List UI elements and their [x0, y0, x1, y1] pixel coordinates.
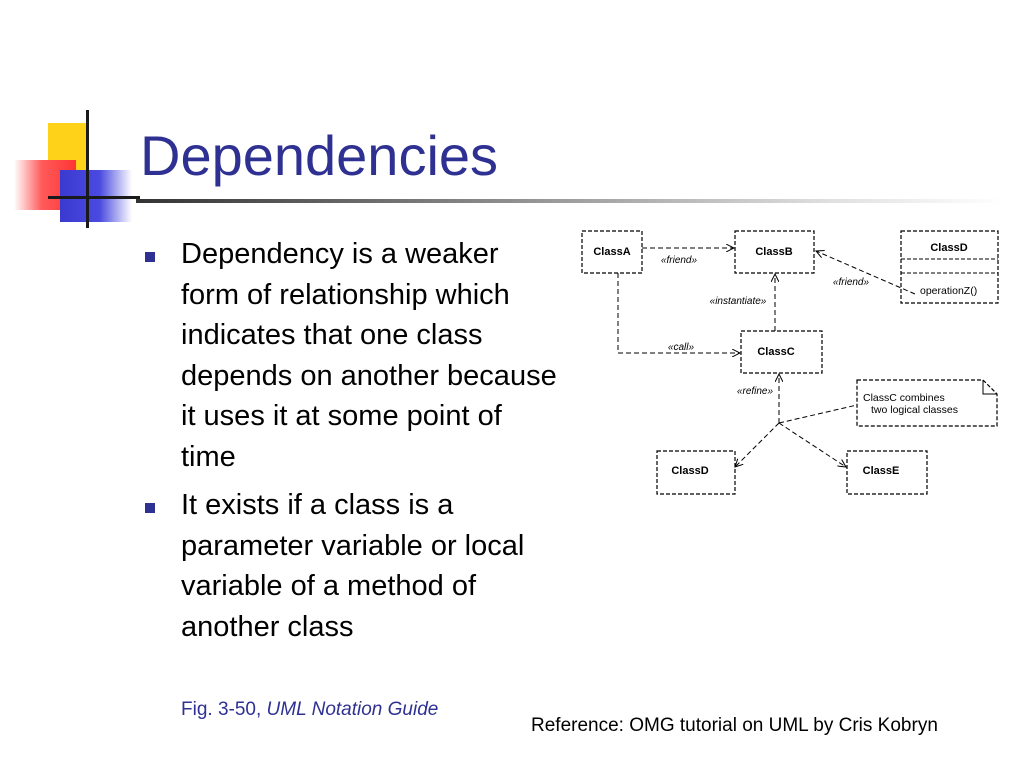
operation-label: operationZ()	[920, 285, 977, 297]
class-box-classC: ClassC	[740, 330, 823, 374]
dependency-friend-d-to-b	[816, 251, 916, 295]
figure-caption-prefix: Fig. 3-50,	[181, 699, 267, 720]
title-underline	[136, 199, 1006, 203]
bullet-item: It exists if a class is a parameter vari…	[140, 485, 560, 647]
class-box-classA: ClassA	[581, 230, 643, 274]
note-box: ClassC combines two logical classes	[856, 379, 998, 427]
class-name-classC: ClassC	[757, 346, 794, 358]
stereotype-call: «call»	[668, 342, 695, 353]
note-line-1: ClassC combines	[863, 392, 945, 404]
stereotype-refine: «refine»	[737, 386, 774, 397]
note-anchor-line	[778, 404, 858, 424]
class-name-classD-top: ClassD	[930, 242, 967, 254]
stereotype-instantiate: «instantiate»	[710, 296, 767, 307]
slide-title: Dependencies	[140, 124, 499, 187]
stereotype-friend-ab: «friend»	[661, 255, 698, 266]
bullet-item: Dependency is a weaker form of relations…	[140, 234, 560, 477]
dependency-refine-to-classD	[735, 422, 780, 467]
bullet-text: Dependency is a weaker form of relations…	[181, 238, 557, 473]
bullet-text: It exists if a class is a parameter vari…	[181, 489, 525, 643]
logo-horizontal-line	[48, 196, 140, 199]
class-name-classE: ClassE	[863, 465, 900, 477]
class-name-classA: ClassA	[593, 246, 630, 258]
uml-dependency-diagram: ClassA ClassB ClassD operationZ() ClassC…	[581, 230, 999, 495]
figure-caption-source: UML Notation Guide	[266, 699, 439, 720]
class-box-classD-top: ClassD operationZ()	[900, 230, 999, 304]
stereotype-friend-db: «friend»	[833, 277, 870, 288]
class-name-classD-bottom: ClassD	[671, 465, 708, 477]
dependency-refine-to-classE	[778, 422, 846, 467]
class-box-classE: ClassE	[846, 450, 928, 495]
class-name-classB: ClassB	[755, 246, 792, 258]
bullet-square-icon	[145, 503, 155, 513]
class-box-classB: ClassB	[734, 230, 815, 274]
logo-vertical-line	[86, 110, 89, 228]
bullet-list: Dependency is a weaker form of relations…	[140, 234, 560, 655]
class-box-classD-bottom: ClassD	[656, 450, 736, 495]
bullet-square-icon	[145, 252, 155, 262]
figure-caption: Fig. 3-50, UML Notation Guide	[181, 699, 438, 721]
corner-logo	[0, 100, 140, 230]
note-line-2: two logical classes	[871, 404, 958, 416]
reference-text: Reference: OMG tutorial on UML by Cris K…	[531, 715, 938, 736]
dependency-call-a-to-c	[617, 273, 740, 353]
